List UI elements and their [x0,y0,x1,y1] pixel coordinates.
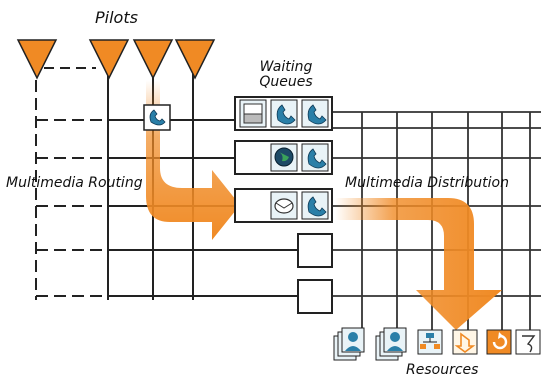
pilots [16,39,216,80]
pilots-label: Pilots [95,8,138,27]
queue-2 [234,140,333,175]
agent-stack-icon [333,327,365,361]
distribution-label: Multimedia Distribution [345,175,509,191]
waiting-queues-label: Waiting Queues [258,60,314,90]
resources [333,327,541,361]
loop-icon [486,329,512,355]
phone-icon [301,99,329,128]
pilot-triangle-icon [16,39,58,80]
resources-label: Resources [406,362,479,378]
pilot-triangle-icon [132,39,174,80]
queue-5 [297,279,333,314]
phone-icon [301,143,329,172]
fax-icon [239,99,267,128]
pilot-triangle-icon [174,39,216,80]
hook-icon [515,329,541,355]
distribution-arrow [335,198,502,330]
routing-arrow-icon [452,329,478,355]
agent-stack-icon [375,327,407,361]
queue-3 [234,188,333,223]
routing-label: Multimedia Routing [6,175,143,191]
waiting-label-line1: Waiting [259,59,313,75]
queue-1 [234,96,333,131]
queue-4 [297,233,333,268]
phone-icon [270,99,298,128]
globe-icon [270,143,298,172]
waiting-label-line2: Queues [259,74,313,90]
routing-call-icon [143,104,171,131]
email-icon [270,191,298,220]
phone-icon [301,191,329,220]
org-chart-icon [417,329,443,355]
pilot-triangle-icon [88,39,130,80]
routing-arrow [146,80,240,240]
